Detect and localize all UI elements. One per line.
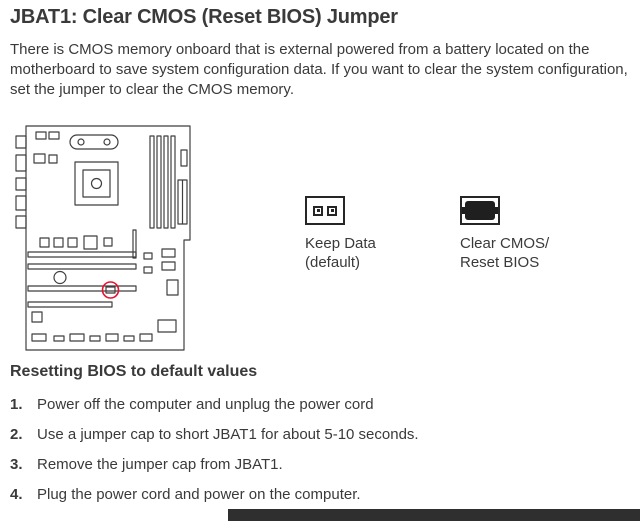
jumper-option-clear-cmos: Clear CMOS/ Reset BIOS bbox=[460, 196, 620, 272]
jumper-option-label: Keep Data (default) bbox=[305, 235, 376, 271]
io-port bbox=[15, 177, 27, 191]
section-heading: Resetting BIOS to default values bbox=[10, 363, 258, 380]
step-item: 3. Remove the jumper cap from JBAT1. bbox=[10, 455, 632, 474]
fan-header bbox=[180, 149, 188, 167]
io-port bbox=[15, 135, 27, 149]
jumper-open-icon bbox=[305, 196, 345, 225]
figure-row: Keep Data (default) Clear CMOS/ Reset BI… bbox=[0, 118, 640, 362]
cpu-socket bbox=[74, 161, 119, 206]
sata-port bbox=[161, 261, 176, 271]
page-bottom-bar bbox=[228, 509, 640, 521]
jumper-pin bbox=[327, 205, 337, 216]
step-number: 3. bbox=[10, 456, 23, 473]
io-port bbox=[15, 215, 27, 229]
cpu-power-connector bbox=[35, 131, 47, 140]
jumper-pin bbox=[313, 205, 323, 216]
sata-port bbox=[161, 248, 176, 258]
step-item: 1. Power off the computer and unplug the… bbox=[10, 395, 632, 414]
step-text: Use a jumper cap to short JBAT1 for abou… bbox=[37, 426, 419, 443]
steps-list: 1. Power off the computer and unplug the… bbox=[10, 395, 632, 515]
jumper-option-label: Clear CMOS/ Reset BIOS bbox=[460, 235, 550, 271]
dimm-slots bbox=[149, 135, 176, 229]
step-text: Remove the jumper cap from JBAT1. bbox=[37, 456, 283, 473]
io-port bbox=[15, 154, 27, 172]
pcie-slots bbox=[27, 251, 137, 308]
step-number: 1. bbox=[10, 396, 23, 413]
intro-paragraph: There is CMOS memory onboard that is ext… bbox=[10, 41, 628, 98]
jumper-option-keep-data: Keep Data (default) bbox=[305, 196, 465, 272]
jbat1-highlight-circle bbox=[101, 281, 120, 299]
cpu-power-connector bbox=[48, 131, 60, 140]
front-panel-header bbox=[31, 333, 47, 342]
step-text: Power off the computer and unplug the po… bbox=[37, 396, 374, 413]
motherboard-diagram bbox=[15, 125, 191, 351]
jumper-capped-icon bbox=[460, 196, 500, 225]
page-title: JBAT1: Clear CMOS (Reset BIOS) Jumper bbox=[10, 6, 398, 28]
board-outline bbox=[25, 125, 191, 351]
step-text: Plug the power cord and power on the com… bbox=[37, 486, 361, 503]
cmos-battery bbox=[53, 270, 67, 285]
step-item: 2. Use a jumper cap to short JBAT1 for a… bbox=[10, 425, 632, 444]
step-number: 2. bbox=[10, 426, 23, 443]
io-port bbox=[15, 195, 27, 211]
jbat1-jumper bbox=[105, 286, 116, 294]
step-number: 4. bbox=[10, 486, 23, 503]
jumper-cap bbox=[462, 201, 498, 220]
step-item: 4. Plug the power cord and power on the … bbox=[10, 485, 632, 504]
vrm-heatsink bbox=[69, 134, 119, 150]
